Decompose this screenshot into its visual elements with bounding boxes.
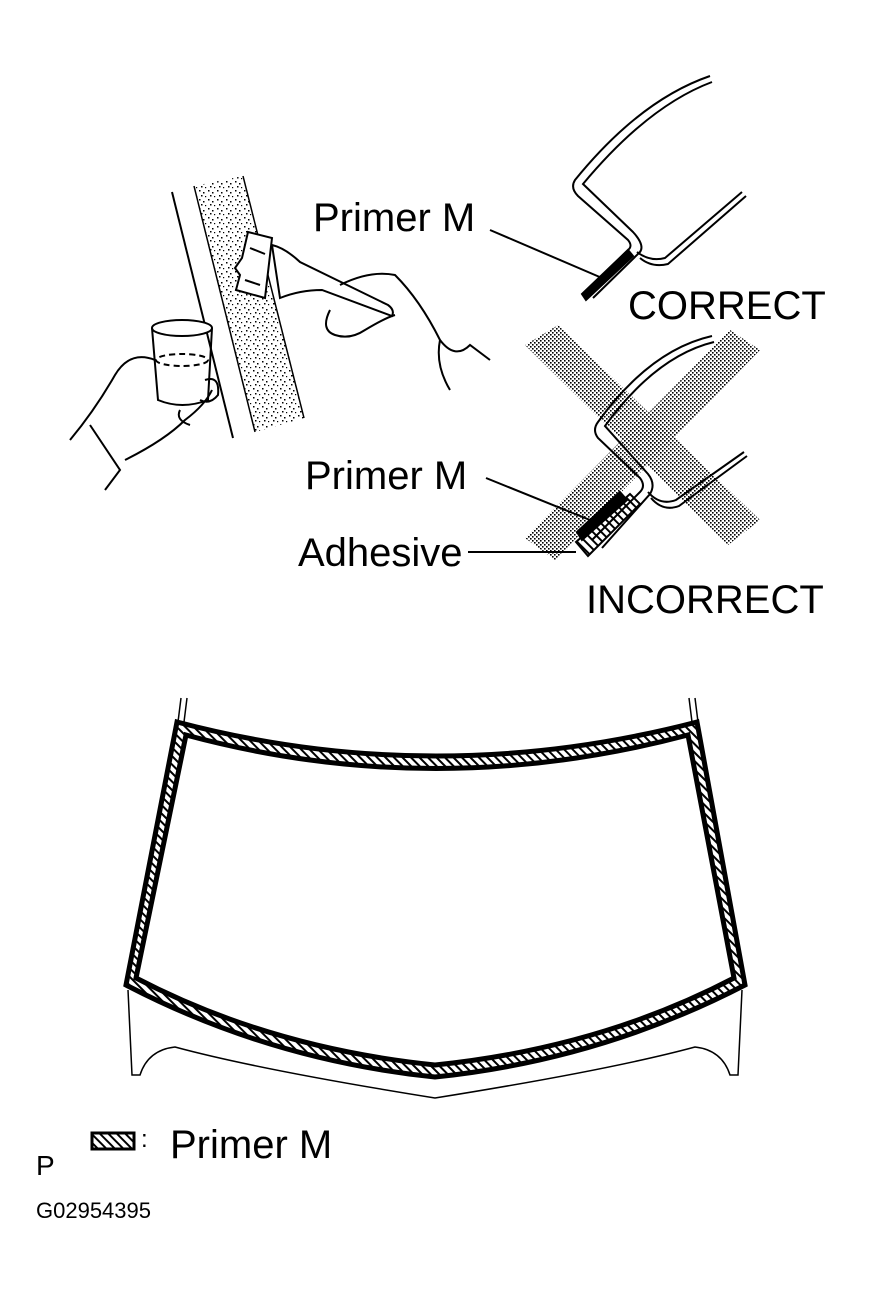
correct-cross-section [489, 75, 747, 302]
figure-code: G02954395 [36, 1198, 151, 1223]
legend-text: Primer M [170, 1123, 333, 1167]
primer-m-label-top: Primer M [313, 196, 476, 240]
adhesive-label: Adhesive [298, 531, 463, 575]
incorrect-cross-section [468, 325, 760, 560]
corner-mark: P [36, 1150, 55, 1181]
incorrect-label: INCORRECT [586, 578, 824, 622]
legend-separator: : [141, 1126, 148, 1153]
correct-label: CORRECT [628, 284, 826, 328]
windshield-outline [123, 697, 748, 1099]
legend-hatch-swatch [90, 1131, 136, 1151]
brush-application-illustration [69, 175, 491, 491]
primer-m-label-incorrect: Primer M [305, 454, 468, 498]
